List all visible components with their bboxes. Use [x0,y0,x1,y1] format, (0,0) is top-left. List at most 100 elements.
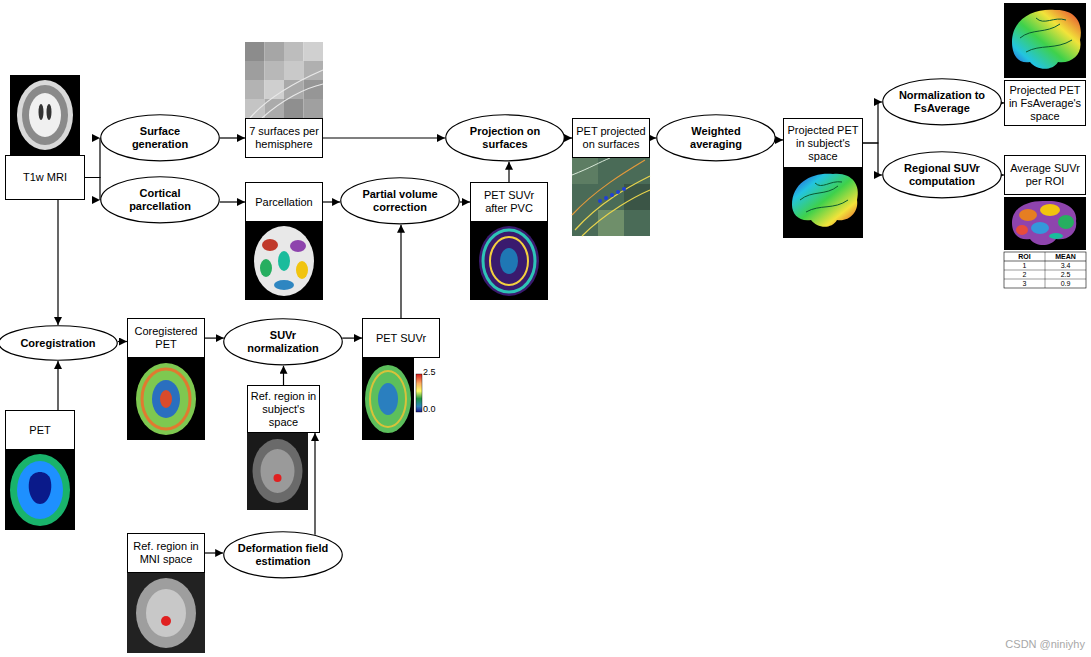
pvc-image [470,222,548,300]
pet-uptake [17,461,63,519]
text-block: Coregistered PET [130,325,202,351]
ellipse-shape [0,326,117,361]
roi-patch [1049,233,1063,239]
flow-arrow [650,137,656,138]
data-box: PET projected on surfaces [572,118,650,158]
data-box: Parcellation [245,182,323,222]
table-cell: ROI [1004,252,1045,261]
table-cell: 1 [1004,261,1045,270]
surface-render [1004,3,1086,78]
surface-mosaic-cell [265,42,285,61]
roi-surface [1012,201,1076,245]
flow-arrow [57,361,58,410]
text-block: Partial volume correction [354,188,446,214]
box-label: PET SUVr [376,332,426,345]
text-block: Weighted averaging [670,125,762,151]
flow-arrow [205,337,224,338]
data-box: 7 surfaces per hemisphere [245,118,323,158]
ellipse-shape [883,152,1002,198]
text-block: Regional SUVr computation [896,162,988,188]
process-ellipse: Deformation field estimation [223,531,343,579]
roi-patch [1058,215,1074,229]
box-label: Coregistered PET [130,325,202,351]
ellipse-shape [883,79,1002,125]
text-block: Projected PET in FsAverage's space [1007,84,1083,123]
box-label: PET [29,424,50,437]
parcel [274,280,294,290]
reference-region-mark [274,474,282,482]
process-ellipse: Projection on surfaces [445,114,565,162]
text-block: PET SUVr [376,332,426,345]
data-box: Projected PET in subject's space [783,118,863,168]
process-ellipse: Cortical parcellation [100,176,220,224]
text-block: Deformation field estimation [237,542,329,568]
surface-mosaic-cell [284,61,304,80]
ellipse-shape [446,115,565,161]
projection-contour [575,176,650,230]
process-ellipse: Partial volume correction [340,177,460,225]
surface-mosaic-cell [245,80,265,99]
box-label: Projected PET in FsAverage's space [1007,84,1083,123]
projection-contour [572,158,610,175]
coregistered-core [160,390,172,408]
data-box: PET [5,410,75,450]
pet-low-uptake [29,472,52,504]
table-cell: MEAN [1045,252,1086,261]
mri-image [10,75,80,155]
suvr-core [378,383,398,415]
roi-patch [1016,225,1028,235]
suvr-cortex [370,371,406,427]
step-label: Partial volume correction [354,188,446,214]
text-block: Parcellation [255,196,312,209]
text-block: Ref. region in MNI space [130,540,202,566]
reference-mri-image [247,433,308,510]
flow-arrow [508,162,509,182]
watermark: CSDN @niniyhy [965,637,1085,651]
flow-arrow [460,201,470,202]
ellipse-shape [224,532,343,578]
process-ellipse: SUVr normalization [223,318,343,366]
surface-mosaic-cell [304,42,324,61]
text-block: Normalization to FsAverage [896,89,988,115]
pet-brain [10,454,70,526]
box-label: Ref. region in subject's space [250,390,317,429]
text-block: PET [29,424,50,437]
table-cell: 0.9 [1045,279,1086,288]
table-rule [1045,252,1046,288]
step-label: Regional SUVr computation [896,162,988,188]
flow-arrow [314,433,315,535]
projection-contour [572,160,645,215]
box-label: T1w MRI [23,171,67,184]
surface-mosaic-cell [245,42,265,61]
template-mri-tissue [146,589,186,637]
text-block: Average SUVr per ROI [1007,162,1083,188]
table-cell: 2 [1004,270,1045,279]
surface-mosaic-cell [245,99,265,118]
table-cell: 3 [1004,279,1045,288]
process-ellipse: Normalization to FsAverage [882,78,1002,126]
text-block: Projected PET in subject's space [786,124,860,163]
step-label: Cortical parcellation [114,187,206,213]
parcel [260,259,272,277]
step-label: SUVr normalization [237,329,329,355]
text-block: Cortical parcellation [114,187,206,213]
surface-mosaic-cell [284,42,304,61]
flow-arrow [85,178,100,200]
ellipse-shape [101,177,220,223]
colour-bar-value: 2.5 [423,367,440,378]
data-box: Coregistered PET [127,318,205,358]
reference-mri-brain [253,439,303,503]
mri-ventricle [39,104,44,120]
data-box: Projected PET in FsAverage's space [1004,80,1086,126]
surface-contour [250,70,323,118]
flow-arrow [342,337,362,338]
text-block: Projection on surfaces [459,125,551,151]
surface-render [783,168,863,238]
mri-brain [17,80,73,150]
projection-point [610,193,614,197]
ellipse-shape [224,319,343,365]
colour-bar-value: 0.0 [423,404,440,415]
coregistered-core [152,380,180,418]
surface-mosaic-cell [304,99,324,118]
